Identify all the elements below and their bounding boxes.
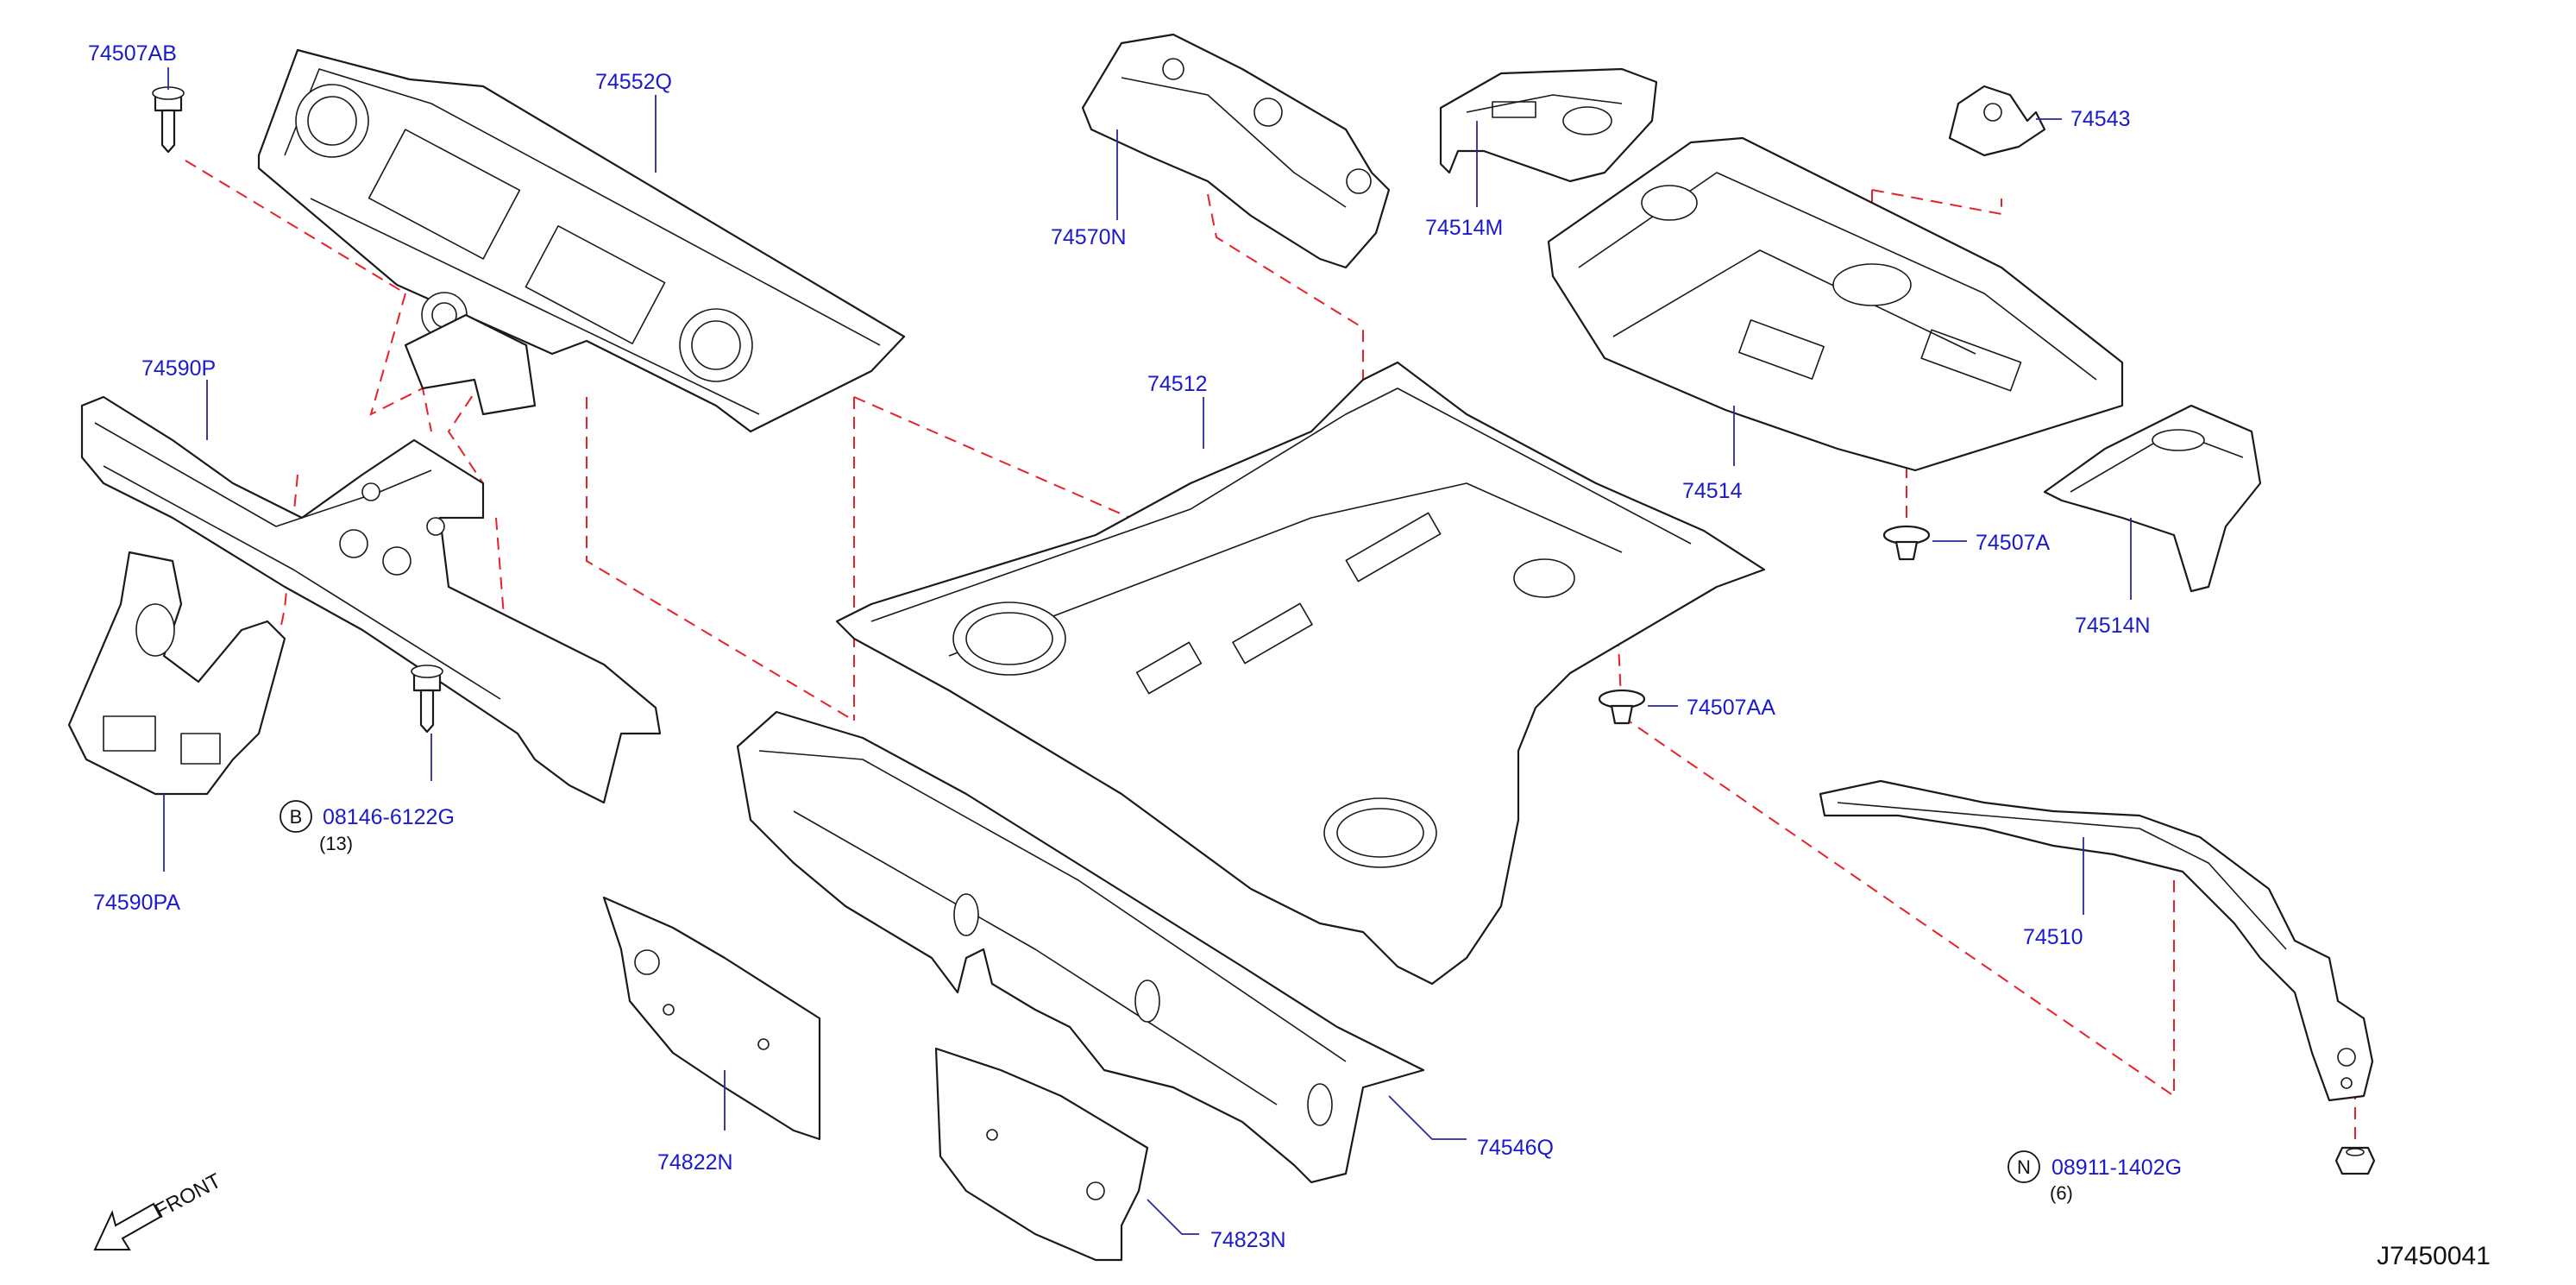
label-74823N: 74823N [1210, 1228, 1286, 1252]
label-74514N: 74514N [2075, 614, 2151, 638]
part-74514-floor [1547, 136, 2124, 472]
label-74514: 74514 [1682, 479, 1743, 503]
part-74543-bracket [1948, 85, 2046, 157]
label-74552Q: 74552Q [595, 70, 672, 94]
nut-circle-marker [2007, 1150, 2040, 1183]
part-74514M-bracket [1439, 67, 1658, 183]
clip-74507AA [1598, 689, 1646, 725]
part-74590P-member [80, 395, 662, 804]
label-74570N: 74570N [1051, 225, 1127, 249]
front-indicator: FRONT [93, 1168, 225, 1250]
nut-circle-letter: N [2017, 1156, 2031, 1178]
label-08911-1402G: 08911-1402G [2051, 1156, 2182, 1180]
part-74823N-stiffener [934, 1047, 1149, 1262]
label-74514M: 74514M [1425, 216, 1503, 240]
bolt-74507AB [152, 86, 185, 154]
nut-quantity: (6) [2050, 1182, 2073, 1204]
label-74590P: 74590P [141, 356, 216, 381]
label-74590PA: 74590PA [93, 891, 180, 915]
bolt-circle-marker [280, 800, 312, 833]
leader-lines [163, 67, 2132, 1235]
clip-74507A [1882, 525, 1931, 561]
bolt-circle-letter: B [290, 806, 303, 828]
bolt-quantity: (13) [319, 833, 353, 854]
label-74507AB: 74507AB [88, 41, 177, 66]
bolt-08146-6122G [411, 665, 443, 734]
part-74590PA-bracket [67, 551, 286, 796]
part-74570N-bracket [1081, 33, 1391, 269]
front-arrow-icon [93, 1202, 162, 1250]
part-74510-member [1819, 779, 2374, 1102]
bolt-callout: B 08146-6122G (13) [280, 800, 455, 854]
part-74552Q-panel [257, 48, 906, 433]
label-74507A: 74507A [1976, 531, 2051, 555]
front-label: FRONT [151, 1168, 225, 1223]
label-08146-6122G: 08146-6122G [323, 805, 455, 829]
nut-08911-1402G [2334, 1146, 2376, 1175]
part-74512-floor [835, 361, 1766, 986]
part-74822N-stiffener [602, 896, 821, 1141]
label-74543: 74543 [2070, 107, 2131, 131]
nut-callout: N 08911-1402G (6) [2007, 1150, 2182, 1204]
diagram-code: J7450041 [2377, 1242, 2491, 1270]
part-74514N-bracket [2043, 404, 2262, 593]
label-74510: 74510 [2023, 925, 2083, 949]
label-74822N: 74822N [657, 1150, 733, 1175]
part-74546Q-panel [736, 710, 1425, 1184]
label-74512: 74512 [1147, 372, 1208, 396]
part-labels: 74507AB 74552Q 74570N 74514M 74543 74590… [88, 41, 2151, 1252]
label-74546Q: 74546Q [1477, 1136, 1554, 1160]
label-74507AA: 74507AA [1687, 696, 1775, 720]
